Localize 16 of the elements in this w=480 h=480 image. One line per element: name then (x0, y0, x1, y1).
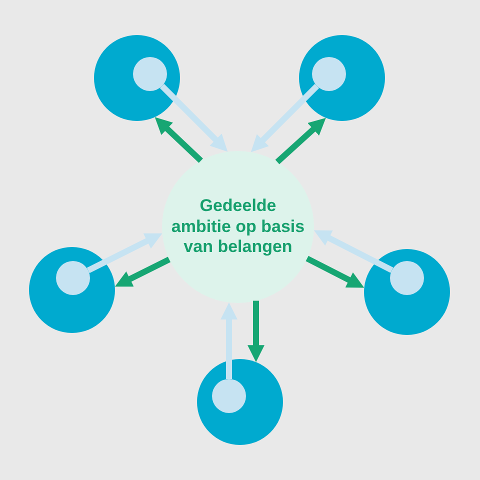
circle-label: Gedeelde ambitie op basis van belangen (170, 196, 306, 258)
arrow (220, 302, 238, 379)
inner-circle (56, 261, 90, 295)
arrow (248, 300, 264, 362)
arrow (152, 114, 203, 163)
inner-circle (312, 57, 346, 91)
inner-circle (212, 379, 246, 413)
inner-circle (133, 57, 167, 91)
arrow (160, 84, 230, 154)
inner-circle (390, 261, 424, 295)
arrow (275, 116, 328, 164)
arrow (248, 84, 320, 154)
arrow (312, 228, 394, 273)
arrow (306, 256, 366, 290)
arrow (114, 256, 171, 290)
arrow (86, 230, 164, 274)
